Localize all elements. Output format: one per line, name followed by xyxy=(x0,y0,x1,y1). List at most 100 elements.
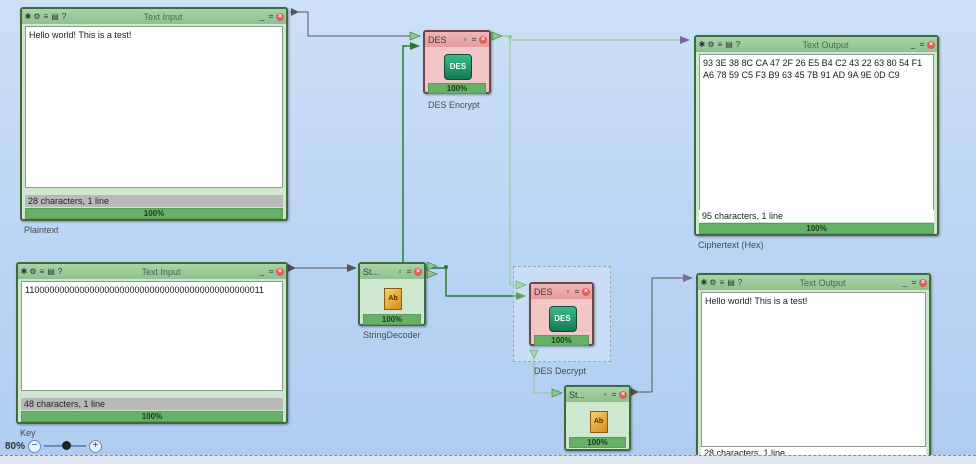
node-header[interactable]: ✱ ⚙ ≡ ▤ ? Text Output _ ⌗ × xyxy=(698,275,929,290)
progress-bar: 100% xyxy=(25,208,283,219)
node-header[interactable]: ✱ ⚙ ≡ ▤ ? Text Output _ ⌗ × xyxy=(696,37,937,52)
close-icon[interactable]: × xyxy=(927,40,935,49)
clipboard-icon[interactable]: ▤ xyxy=(727,277,735,287)
minimize-icon[interactable]: _ xyxy=(259,266,265,276)
minimize-icon[interactable]: ▫ xyxy=(566,286,570,296)
progress-bar: 100% xyxy=(534,335,589,346)
list-icon[interactable]: ≡ xyxy=(39,266,45,276)
zoom-in-button[interactable]: + xyxy=(89,439,103,453)
string-decoder-icon: Ab xyxy=(384,288,402,310)
status-text: 28 characters, 1 line xyxy=(25,195,283,207)
maximize-icon[interactable]: ⌗ xyxy=(574,286,580,296)
string-decoder-icon: Ab xyxy=(589,411,608,433)
node-title: DES xyxy=(428,34,447,45)
close-icon[interactable]: × xyxy=(414,267,422,276)
node-header[interactable]: St... ▫ ⌗ × xyxy=(566,387,629,402)
maximize-icon[interactable]: ⌗ xyxy=(911,277,917,287)
minimize-icon[interactable]: ▫ xyxy=(463,34,467,44)
des-encrypt-caption: DES Encrypt xyxy=(428,100,480,110)
progress-bar: 100% xyxy=(699,223,934,234)
maximize-icon[interactable]: ⌗ xyxy=(611,389,617,399)
node-title: St... xyxy=(363,266,380,277)
progress-bar: 100% xyxy=(21,411,283,422)
minimize-icon[interactable]: ▫ xyxy=(603,389,607,399)
maximize-icon[interactable]: ⌗ xyxy=(406,266,412,276)
string-decoder-node[interactable]: St... ▫ ⌗ × Ab 100% xyxy=(358,262,426,326)
des-encrypt-node[interactable]: DES ▫ ⌗ × DES 100% xyxy=(423,30,491,94)
node-header[interactable]: DES ▫ ⌗ × xyxy=(425,32,489,47)
des-decrypt-caption: DES Decrypt xyxy=(534,366,587,376)
node-title: Text Output xyxy=(802,39,849,50)
bug-icon[interactable]: ✱ xyxy=(20,266,28,276)
plaintext-textarea[interactable]: Hello world! This is a test! xyxy=(25,26,283,188)
node-header[interactable]: St... ▫ ⌗ × xyxy=(360,264,424,279)
key-input-node[interactable]: ✱ ⚙ ≡ ▤ ? Text Input _ ⌗ × 1100000000000… xyxy=(16,262,288,424)
decrypted-textarea[interactable]: Hello world! This is a test! xyxy=(701,292,926,447)
gear-icon[interactable]: ⚙ xyxy=(29,266,37,276)
bug-icon[interactable]: ✱ xyxy=(698,39,706,49)
des-decrypt-node[interactable]: DES ▫ ⌗ × DES 100% xyxy=(529,282,594,346)
zoom-level: 80% xyxy=(5,440,26,452)
bug-icon[interactable]: ✱ xyxy=(24,11,32,21)
close-icon[interactable]: × xyxy=(276,12,284,21)
maximize-icon[interactable]: ⌗ xyxy=(268,266,274,276)
zoom-out-button[interactable]: − xyxy=(28,439,42,453)
key-textarea[interactable]: 1100000000000000000000000000000000000000… xyxy=(21,281,283,391)
decrypted-output-node[interactable]: ✱ ⚙ ≡ ▤ ? Text Output _ ⌗ × Hello world!… xyxy=(696,273,931,463)
node-title: Text Output xyxy=(799,277,846,288)
minimize-icon[interactable]: _ xyxy=(902,277,908,287)
maximize-icon[interactable]: ⌗ xyxy=(471,34,477,44)
node-title: DES xyxy=(534,286,553,297)
status-text: 95 characters, 1 line xyxy=(699,210,934,222)
maximize-icon[interactable]: ⌗ xyxy=(268,11,274,21)
node-title: Text Input xyxy=(143,11,183,22)
horizontal-scrollbar[interactable] xyxy=(0,455,976,464)
string-decoder-caption: StringDecoder xyxy=(363,330,421,340)
gear-icon[interactable]: ⚙ xyxy=(33,11,41,21)
list-icon[interactable]: ≡ xyxy=(719,277,725,287)
plaintext-caption: Plaintext xyxy=(24,225,59,235)
clipboard-icon[interactable]: ▤ xyxy=(47,266,55,276)
minimize-icon[interactable]: _ xyxy=(259,11,265,21)
zoom-control: 80% − + xyxy=(0,437,112,455)
plaintext-input-node[interactable]: ✱ ⚙ ≡ ▤ ? Text Input _ ⌗ × Hello world! … xyxy=(20,7,288,221)
help-icon[interactable]: ? xyxy=(57,266,63,276)
progress-bar: 100% xyxy=(428,83,486,94)
clipboard-icon[interactable]: ▤ xyxy=(51,11,59,21)
minimize-icon[interactable]: ▫ xyxy=(398,266,402,276)
list-icon[interactable]: ≡ xyxy=(43,11,49,21)
ciphertext-caption: Ciphertext (Hex) xyxy=(698,240,764,250)
node-title: St... xyxy=(569,389,586,400)
close-icon[interactable]: × xyxy=(276,267,284,276)
node-title: Text Input xyxy=(141,266,181,277)
zoom-slider[interactable] xyxy=(44,441,87,450)
string-decoder-2-node[interactable]: St... ▫ ⌗ × Ab 100% xyxy=(564,385,631,451)
status-text: 48 characters, 1 line xyxy=(21,398,283,410)
progress-bar: 100% xyxy=(363,314,421,325)
clipboard-icon[interactable]: ▤ xyxy=(725,39,733,49)
close-icon[interactable]: × xyxy=(582,287,590,296)
help-icon[interactable]: ? xyxy=(737,277,743,287)
node-header[interactable]: DES ▫ ⌗ × xyxy=(531,284,592,299)
close-icon[interactable]: × xyxy=(919,278,927,287)
key-caption: Key xyxy=(20,428,36,438)
progress-bar: 100% xyxy=(569,437,626,448)
bug-icon[interactable]: ✱ xyxy=(700,277,708,287)
des-icon: DES xyxy=(548,306,577,332)
des-icon: DES xyxy=(444,54,472,80)
ciphertext-output-node[interactable]: ✱ ⚙ ≡ ▤ ? Text Output _ ⌗ × 93 3E 38 8C … xyxy=(694,35,939,236)
gear-icon[interactable]: ⚙ xyxy=(709,277,717,287)
close-icon[interactable]: × xyxy=(479,35,487,44)
list-icon[interactable]: ≡ xyxy=(717,39,723,49)
node-header[interactable]: ✱ ⚙ ≡ ▤ ? Text Input _ ⌗ × xyxy=(22,9,286,24)
gear-icon[interactable]: ⚙ xyxy=(707,39,715,49)
ciphertext-textarea[interactable]: 93 3E 38 8C CA 47 2F 26 E5 B4 C2 43 22 6… xyxy=(699,54,934,211)
help-icon[interactable]: ? xyxy=(61,11,67,21)
node-header[interactable]: ✱ ⚙ ≡ ▤ ? Text Input _ ⌗ × xyxy=(18,264,286,279)
maximize-icon[interactable]: ⌗ xyxy=(919,39,925,49)
close-icon[interactable]: × xyxy=(619,390,627,399)
minimize-icon[interactable]: _ xyxy=(910,39,916,49)
help-icon[interactable]: ? xyxy=(735,39,741,49)
zoom-slider-thumb[interactable] xyxy=(62,441,72,450)
